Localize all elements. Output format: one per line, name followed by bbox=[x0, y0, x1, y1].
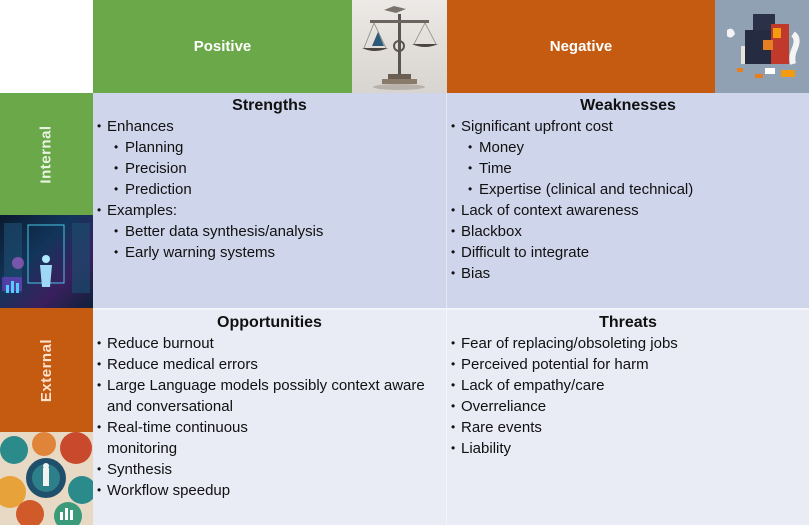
scales-icon bbox=[362, 6, 438, 90]
list-item: Difficult to integrate bbox=[447, 242, 809, 263]
list-item: Liability bbox=[447, 438, 809, 459]
list-item: Blackbox bbox=[447, 221, 809, 242]
list-item: Large Language models possibly context a… bbox=[93, 375, 446, 396]
list-item: Significant upfront cost bbox=[447, 116, 809, 137]
digital-human-icon bbox=[2, 223, 90, 293]
puzzle-blocks-image bbox=[715, 0, 809, 93]
strengths-title: Strengths bbox=[232, 97, 307, 114]
futuristic-medical-image bbox=[0, 215, 93, 308]
list-item: Fear of replacing/obsoleting jobs bbox=[447, 333, 809, 354]
external-header: External bbox=[0, 308, 93, 432]
weaknesses-quadrant: Weaknesses Significant upfront cost Mone… bbox=[447, 93, 809, 308]
list-item: Time bbox=[447, 158, 809, 179]
internal-header: Internal bbox=[0, 93, 93, 215]
list-item: Rare events bbox=[447, 417, 809, 438]
list-item: Reduce medical errors bbox=[93, 354, 446, 375]
list-item: Examples: bbox=[93, 200, 446, 221]
list-item: Overreliance bbox=[447, 396, 809, 417]
threats-title: Threats bbox=[599, 314, 657, 331]
list-item: Prediction bbox=[93, 179, 446, 200]
list-item: Enhances bbox=[93, 116, 446, 137]
puzzle-icon bbox=[727, 14, 800, 78]
list-item: Lack of context awareness bbox=[447, 200, 809, 221]
list-item: Early warning systems bbox=[93, 242, 446, 263]
list-item: Workflow speedup bbox=[93, 480, 446, 501]
list-item-continuation: monitoring bbox=[107, 440, 178, 457]
scales-of-justice-image bbox=[352, 0, 447, 93]
external-header-label: External bbox=[37, 338, 55, 402]
internal-header-label: Internal bbox=[38, 124, 55, 184]
weaknesses-list: Significant upfront cost Money Time Expe… bbox=[447, 116, 809, 284]
collage-icon bbox=[0, 432, 93, 525]
positive-header-label: Positive bbox=[193, 38, 252, 55]
negative-header-label: Negative bbox=[549, 38, 613, 55]
threats-list: Fear of replacing/obsoleting jobs Percei… bbox=[447, 333, 809, 459]
list-item-continuation: and conversational bbox=[107, 398, 233, 415]
list-item: Better data synthesis/analysis bbox=[93, 221, 446, 242]
healthcare-collage-image bbox=[0, 432, 93, 525]
list-item: Money bbox=[447, 137, 809, 158]
strengths-quadrant: Strengths Enhances Planning Precision Pr… bbox=[93, 93, 447, 308]
list-item: Expertise (clinical and technical) bbox=[447, 179, 809, 200]
threats-quadrant: Threats Fear of replacing/obsoleting job… bbox=[447, 308, 809, 525]
opportunities-list: Reduce burnout Reduce medical errors Lar… bbox=[93, 333, 446, 501]
list-item: Bias bbox=[447, 263, 809, 284]
strengths-list: Enhances Planning Precision Prediction E… bbox=[93, 116, 446, 263]
positive-header: Positive bbox=[93, 0, 352, 93]
list-item: Synthesis bbox=[93, 459, 446, 480]
list-item: Planning bbox=[93, 137, 446, 158]
opportunities-quadrant: Opportunities Reduce burnout Reduce medi… bbox=[93, 308, 447, 525]
list-item: Lack of empathy/care bbox=[447, 375, 809, 396]
list-item: Precision bbox=[93, 158, 446, 179]
list-item: Real-time continuous bbox=[93, 417, 446, 438]
list-item: Perceived potential for harm bbox=[447, 354, 809, 375]
list-item: Reduce burnout bbox=[93, 333, 446, 354]
opportunities-title: Opportunities bbox=[217, 314, 322, 331]
weaknesses-title: Weaknesses bbox=[580, 97, 676, 114]
negative-header: Negative bbox=[447, 0, 715, 93]
